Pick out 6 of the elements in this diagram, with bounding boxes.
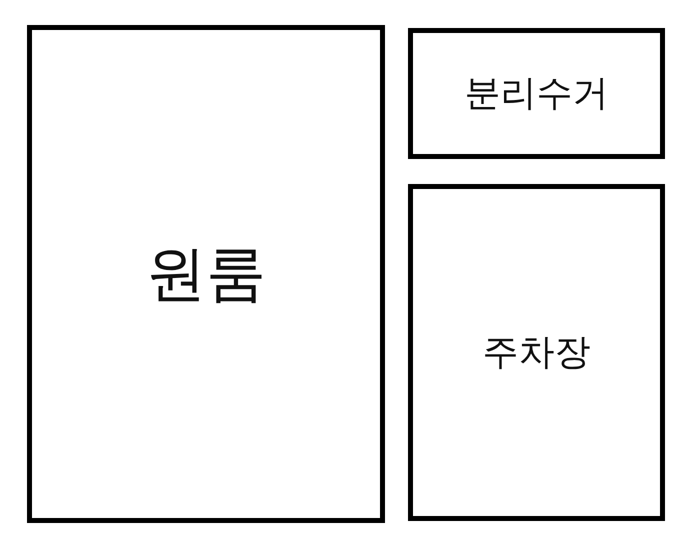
- room-label: 원룸: [146, 238, 266, 310]
- room-label: 분리수거: [464, 72, 608, 116]
- room-box: [27, 25, 385, 523]
- room-box: [408, 184, 665, 521]
- room-label: 주차장: [482, 331, 590, 375]
- room-box: [408, 28, 665, 159]
